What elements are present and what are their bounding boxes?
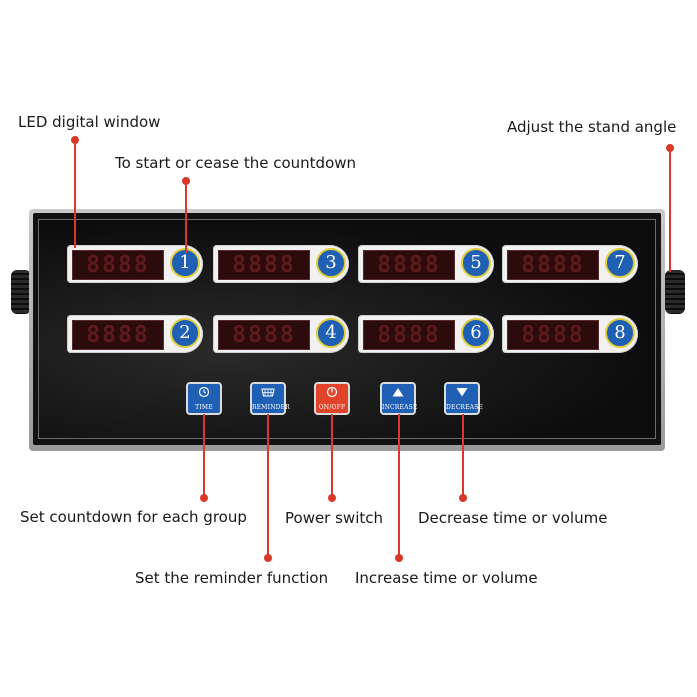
leader-line-increase	[398, 414, 400, 558]
led-display: 8888	[363, 320, 455, 350]
led-digits: 8888	[377, 322, 441, 348]
basket-icon	[252, 386, 284, 403]
timer-group-6: 8888 6	[358, 315, 494, 353]
leader-line-stand	[669, 148, 671, 272]
leader-line-time	[203, 414, 205, 496]
led-display: 8888	[507, 250, 599, 280]
led-digits: 8888	[86, 252, 150, 278]
timer-group-1: 8888 1	[67, 245, 203, 283]
power-icon	[316, 386, 348, 403]
start-stop-button-6[interactable]: 6	[461, 318, 491, 348]
label-decrease: Decrease time or volume	[418, 509, 608, 527]
timer-group-8: 8888 8	[502, 315, 638, 353]
stand-knob-right[interactable]	[665, 270, 685, 314]
label-power-switch: Power switch	[285, 509, 384, 527]
led-digits: 8888	[232, 252, 296, 278]
triangle-up-icon	[382, 386, 414, 403]
led-digits: 8888	[232, 322, 296, 348]
increase-button[interactable]: INCREASE	[380, 382, 418, 415]
leader-dot-power	[328, 494, 336, 502]
start-stop-button-4[interactable]: 4	[316, 318, 346, 348]
label-stand-angle: Adjust the stand angle	[507, 118, 677, 136]
onoff-label: ON/OFF	[318, 404, 346, 411]
leader-line-power	[331, 414, 333, 496]
led-display: 8888	[507, 320, 599, 350]
timer-group-3: 8888 3	[213, 245, 349, 283]
led-display: 8888	[72, 250, 164, 280]
led-display: 8888	[218, 320, 310, 350]
led-display: 8888	[218, 250, 310, 280]
leader-line-start	[185, 181, 187, 253]
leader-line-reminder	[267, 414, 269, 558]
label-reminder: Set the reminder function	[135, 569, 329, 587]
led-digits: 8888	[86, 322, 150, 348]
power-button[interactable]: ON/OFF	[314, 382, 350, 415]
leader-dot-reminder	[264, 554, 272, 562]
timer-group-5: 8888 5	[358, 245, 494, 283]
reminder-label: REMINDER	[252, 404, 290, 411]
decrease-button[interactable]: DECREASE	[444, 382, 484, 415]
led-digits: 8888	[377, 252, 441, 278]
start-stop-button-5[interactable]: 5	[461, 248, 491, 278]
label-led-window: LED digital window	[18, 113, 161, 131]
timer-group-7: 8888 7	[502, 245, 638, 283]
start-stop-button-3[interactable]: 3	[316, 248, 346, 278]
leader-line-decrease	[462, 414, 464, 496]
stand-knob-left[interactable]	[11, 270, 31, 314]
label-start-cease: To start or cease the countdown	[115, 154, 357, 172]
increase-label: INCREASE	[382, 404, 418, 411]
start-stop-button-8[interactable]: 8	[605, 318, 635, 348]
time-button[interactable]: TIME	[186, 382, 222, 415]
led-display: 8888	[72, 320, 164, 350]
start-stop-button-7[interactable]: 7	[605, 248, 635, 278]
timer-group-4: 8888 4	[213, 315, 349, 353]
leader-dot-decrease	[459, 494, 467, 502]
timer-group-2: 8888 2	[67, 315, 203, 353]
start-stop-button-2[interactable]: 2	[170, 318, 200, 348]
leader-dot-increase	[395, 554, 403, 562]
label-increase: Increase time or volume	[355, 569, 538, 587]
triangle-down-icon	[446, 386, 478, 403]
label-set-countdown: Set countdown for each group	[20, 508, 247, 526]
decrease-label: DECREASE	[446, 404, 484, 411]
led-digits: 8888	[521, 322, 585, 348]
led-digits: 8888	[521, 252, 585, 278]
time-label: TIME	[195, 404, 213, 411]
led-display: 8888	[363, 250, 455, 280]
reminder-button[interactable]: REMINDER	[250, 382, 290, 415]
clock-icon	[188, 386, 220, 403]
leader-line-led	[74, 140, 76, 248]
leader-dot-time	[200, 494, 208, 502]
